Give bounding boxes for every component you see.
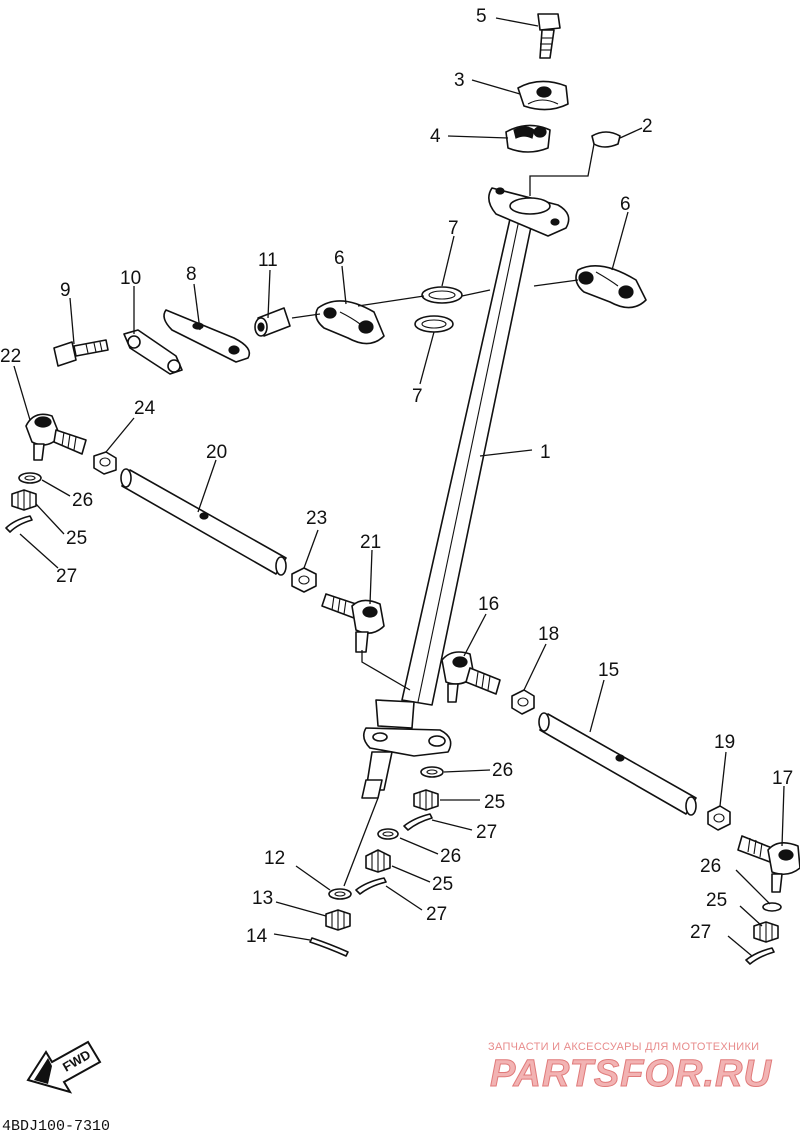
callout-27-center-lower: 27 — [426, 904, 447, 925]
part-bushing-11 — [254, 307, 291, 337]
callout-22: 22 — [0, 346, 21, 367]
part-bolt-9 — [53, 339, 109, 367]
part-washer-26-center-upper — [420, 766, 444, 778]
callout-26-left: 26 — [72, 490, 93, 511]
part-washer-12 — [328, 888, 352, 900]
part-clamp-4 — [505, 124, 551, 153]
callout-26-right: 26 — [700, 856, 721, 877]
callout-4: 4 — [430, 126, 441, 147]
callout-21: 21 — [360, 532, 381, 553]
callout-9: 9 — [60, 280, 71, 301]
callout-6-left: 6 — [334, 248, 345, 269]
part-nut-25-left — [11, 489, 37, 511]
callout-25-left: 25 — [66, 528, 87, 549]
part-nut-25-center-upper — [413, 789, 439, 811]
callout-12: 12 — [264, 848, 285, 869]
part-nut-23 — [291, 567, 317, 593]
callout-24: 24 — [134, 398, 156, 419]
callout-26-center-lower: 26 — [440, 846, 461, 867]
part-washer-26-center-lower — [377, 828, 399, 840]
fwd-arrow-icon: FWD — [26, 1040, 102, 1094]
part-nut-25-right — [753, 921, 779, 943]
diagram-code: 4BDJ100-7310 — [2, 1118, 110, 1133]
callout-27-right: 27 — [690, 922, 711, 943]
part-plate-8 — [163, 309, 251, 363]
part-cotter-pin-27-left — [5, 515, 33, 533]
callout-25-center-upper: 25 — [484, 792, 505, 813]
part-bolt-5 — [537, 13, 561, 59]
callout-25-right: 25 — [706, 890, 727, 911]
callout-10: 10 — [120, 268, 141, 289]
callout-18: 18 — [538, 624, 559, 645]
callout-8: 8 — [186, 264, 197, 285]
callout-7-lower: 7 — [412, 386, 423, 407]
part-lockwasher-10 — [123, 329, 183, 375]
callout-labels: 5 3 4 2 6 6 7 7 11 8 10 9 22 24 1 20 26 … — [0, 6, 793, 947]
callout-20: 20 — [206, 442, 227, 463]
watermark: ЗАПЧАСТИ И АКСЕССУАРЫ ДЛЯ МОТОТЕХНИКИ PA… — [488, 1041, 772, 1096]
part-nut-18 — [511, 689, 535, 715]
watermark-caption: ЗАПЧАСТИ И АКСЕССУАРЫ ДЛЯ МОТОТЕХНИКИ — [488, 1041, 759, 1053]
callout-14: 14 — [246, 926, 268, 947]
part-tierod-end-21 — [321, 593, 385, 653]
part-washer-26-left — [18, 472, 42, 484]
part-nut-25-center-lower — [365, 849, 391, 873]
callout-7-upper: 7 — [448, 218, 459, 239]
part-circlip-7-upper — [421, 286, 463, 304]
part-holder-6-right — [575, 264, 647, 309]
part-tierod-end-17 — [737, 835, 800, 893]
part-tierod-end-22 — [25, 413, 87, 461]
part-nut-24 — [93, 451, 117, 475]
part-cap-2 — [591, 131, 621, 148]
part-washer-26-right — [762, 902, 782, 912]
callout-1: 1 — [540, 442, 551, 463]
callout-3: 3 — [454, 70, 465, 91]
part-nut-13 — [325, 909, 351, 931]
part-cotter-pin-27-center-upper — [403, 813, 433, 831]
callout-5: 5 — [476, 6, 487, 27]
callout-6-right: 6 — [620, 194, 631, 215]
part-tierod-end-16 — [441, 651, 501, 703]
part-nut-19 — [707, 805, 731, 831]
part-tierod-15 — [538, 712, 697, 816]
callout-17: 17 — [772, 768, 793, 789]
callout-2: 2 — [642, 116, 653, 137]
callout-27-left: 27 — [56, 566, 77, 587]
part-cotter-pin-27-right — [745, 947, 775, 965]
callout-19: 19 — [714, 732, 735, 753]
callout-27-center-upper: 27 — [476, 822, 497, 843]
part-circlip-7-lower — [414, 315, 454, 333]
part-cotter-pin-27-center-lower — [355, 877, 387, 895]
part-holder-6-left — [315, 300, 385, 345]
leader-lines — [13, 17, 785, 957]
part-clamp-3 — [517, 80, 569, 111]
callout-25-center-lower: 25 — [432, 874, 453, 895]
callout-16: 16 — [478, 594, 499, 615]
watermark-brand: PARTSFOR.RU — [490, 1053, 772, 1095]
callout-23: 23 — [306, 508, 327, 529]
part-steering-column — [361, 187, 570, 799]
callout-13: 13 — [252, 888, 273, 909]
callout-11: 11 — [258, 250, 278, 271]
part-cotter-pin-14 — [309, 937, 349, 957]
part-tierod-20 — [120, 468, 287, 576]
callout-26-center-upper: 26 — [492, 760, 513, 781]
callout-15: 15 — [598, 660, 619, 681]
